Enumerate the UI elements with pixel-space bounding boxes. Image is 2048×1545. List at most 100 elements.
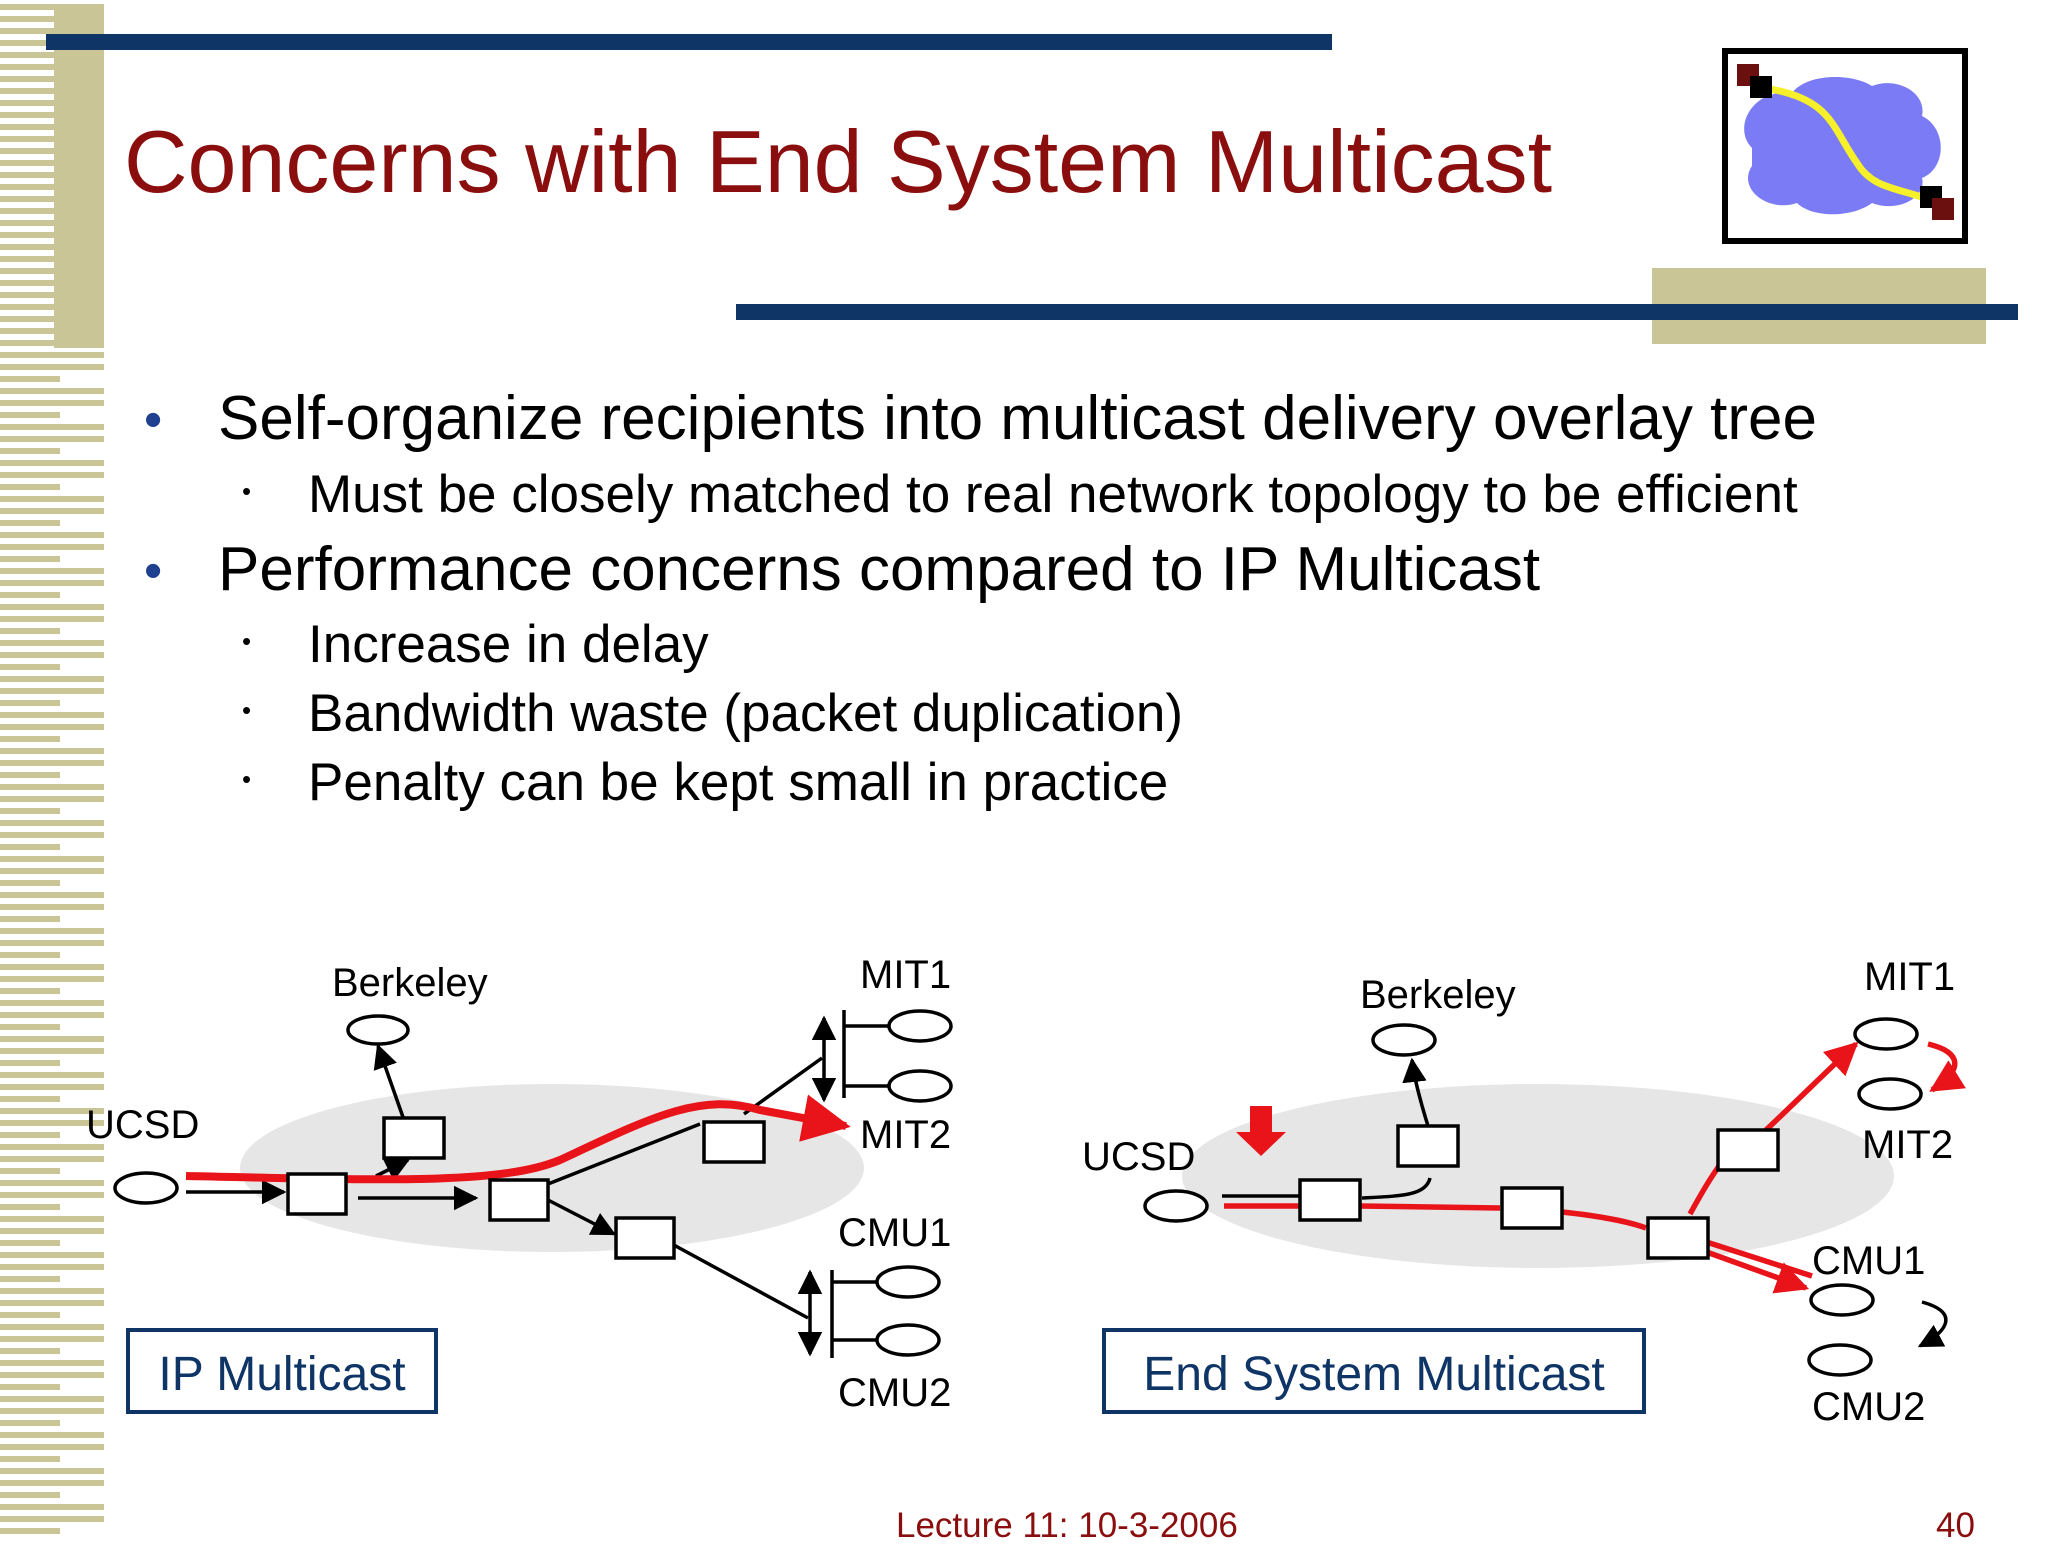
stripe [0,208,104,214]
left-stripe-decoration [0,4,104,1534]
host-node [346,1014,410,1046]
stripe [0,724,104,730]
stripe [0,604,104,610]
ip-multicast-caption: IP Multicast [158,1348,405,1401]
stripe [0,640,104,646]
stripe [0,1000,104,1006]
stripe [0,16,60,22]
stripe [0,1096,60,1102]
stripe [0,904,104,910]
stripe [0,148,104,154]
host-node [887,1069,953,1103]
start-arrow-icon [1236,1106,1286,1156]
stripe [0,568,104,574]
stripe [0,436,104,442]
caption-box [1102,1328,1646,1414]
node-label-mit2: MIT2 [1862,1123,1953,1167]
stripe [0,88,60,94]
stripe [0,1360,104,1366]
top-khaki-bar [54,10,104,348]
stripe [0,592,60,598]
sub-bullet-item: Bandwidth waste (packet duplication) [308,684,1183,743]
node-label-mit2: MIT2 [860,1113,951,1157]
stripe [0,1396,104,1402]
stripe [0,1408,104,1414]
stripe [0,544,104,550]
host-node [1857,1077,1923,1111]
end-host-box [1298,1178,1362,1222]
stripe [0,1516,104,1522]
stripe [0,1180,104,1186]
stripe [0,424,104,430]
stripe [0,916,60,922]
bullet-marker: • [144,542,163,600]
stripe [0,688,104,694]
stripe [0,496,104,502]
stripe [0,1048,104,1054]
host-node [875,1323,941,1357]
stripe [0,964,104,970]
stripe [0,172,104,178]
stripe [0,100,104,106]
stripe [0,928,104,934]
stripe [0,580,104,586]
end-host-box [1646,1216,1710,1260]
stripe [0,124,60,130]
stripe [0,328,104,334]
router-box [488,1178,550,1222]
host-node [1143,1189,1209,1223]
stripe [0,1012,104,1018]
stripe [0,1132,60,1138]
stripe [0,64,104,70]
node-label-cmu1: CMU1 [838,1211,951,1255]
stripe [0,844,60,850]
stripe [0,292,104,298]
stripe [0,520,60,526]
stripe [0,808,60,814]
stripe [0,700,60,706]
stripe [0,352,104,358]
stripe [0,460,104,466]
stripe [0,1420,60,1426]
stripe [0,532,104,538]
network-cloud [1182,1084,1894,1268]
stripe [0,880,60,886]
end-host-box [1716,1128,1780,1172]
node-label-cmu2: CMU2 [838,1371,951,1415]
stripe [0,448,60,454]
stripe [0,676,104,682]
bullet-item: Self-organize recipients into multicast … [218,384,1817,453]
end-system-multicast-diagram: Berkeley UCSD MIT1 MIT2 CMU1 CMU2 End Sy… [1082,955,1966,1429]
network-cloud-icon [1722,48,1968,244]
node-label-mit1: MIT1 [860,953,951,997]
stripe [0,1060,60,1066]
stripe [0,1432,104,1438]
stripe [0,472,104,478]
stripe [0,364,104,370]
stripe [0,1264,104,1270]
stripe [0,832,104,838]
stripe [0,1384,60,1390]
stripe [0,1468,104,1474]
stripe [0,244,104,250]
stripe [0,220,104,226]
host-node [113,1171,179,1205]
stripe [0,4,104,10]
stripe [0,316,104,322]
stripe [0,1204,60,1210]
stripe [0,484,60,490]
end-host-box [1396,1124,1460,1168]
node-label-mit1: MIT1 [1864,955,1955,999]
stripe [0,1084,104,1090]
sub-bullet-item: Must be closely matched to real network … [308,465,1798,524]
host-node [1809,1283,1875,1317]
stripe [0,556,60,562]
stripe [0,712,104,718]
router-box [286,1172,348,1216]
stripe [0,1192,104,1198]
node-label-ucsd: UCSD [1082,1135,1195,1179]
sub-bullet-marker: • [242,764,252,794]
router-box [382,1116,446,1160]
stripe [0,1120,104,1126]
stripe [0,736,60,742]
